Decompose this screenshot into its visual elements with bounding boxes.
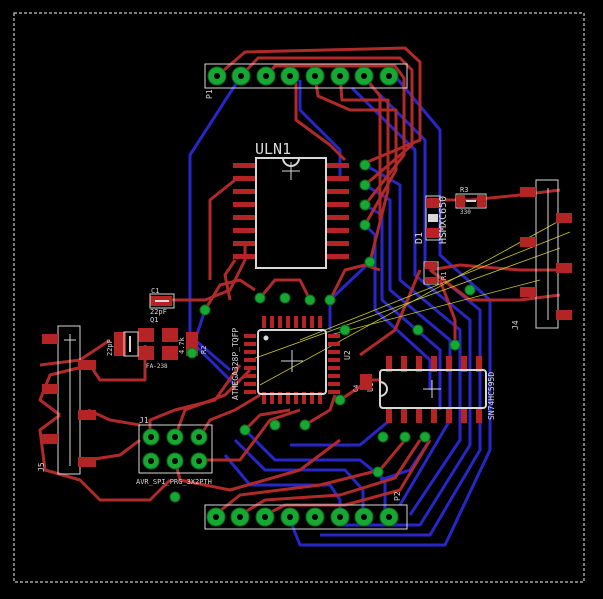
vias xyxy=(169,159,476,503)
ic-sn74hc595d[interactable]: SN74HC595D U1 xyxy=(366,356,496,423)
j4-label: J4 xyxy=(511,320,520,330)
ic-uln1[interactable]: ULN1 xyxy=(233,140,349,269)
uln1-label: ULN1 xyxy=(255,140,291,158)
avr-spi-label: AVR_SPI_PRG_3X2PTH xyxy=(136,478,212,486)
resistor-r1[interactable]: R1 xyxy=(423,261,448,285)
j1-label: J1 xyxy=(139,416,149,425)
top-layer-traces xyxy=(38,46,561,517)
r3-value-label: 330 xyxy=(460,209,471,216)
header-p1[interactable]: P1 xyxy=(204,63,408,99)
sn74-label: SN74HC595D xyxy=(487,372,496,420)
q1-label: Q1 xyxy=(150,316,158,324)
p2-label: P2 xyxy=(393,491,402,501)
p1-label: P1 xyxy=(205,89,214,99)
resistor-r3[interactable]: R3 330 xyxy=(455,186,487,216)
j5-label: J5 xyxy=(37,462,46,472)
r3-label: R3 xyxy=(460,186,468,194)
c1-label: C1 xyxy=(151,287,159,295)
atmega-label: ATMEGA328P_TQFP xyxy=(231,328,240,400)
r1-label: R1 xyxy=(440,272,448,280)
connector-j4[interactable]: J4 xyxy=(511,179,572,330)
capacitor-c4[interactable]: C4 xyxy=(353,374,372,392)
board-outline xyxy=(13,12,585,583)
r4-label: 4.7k xyxy=(178,336,186,354)
connector-j5[interactable]: J5 xyxy=(37,325,96,475)
led-d1[interactable]: D1 HSMXC650 xyxy=(414,195,449,244)
header-j1-spi[interactable]: J1 AVR_SPI_PRG_3X2PTH xyxy=(136,416,213,486)
crystal-label: FA-238 xyxy=(146,363,168,370)
airwires xyxy=(249,214,571,386)
r2-label: R2 xyxy=(200,346,208,354)
c2-label: 22pF xyxy=(106,339,114,356)
hsmx-label: HSMXC650 xyxy=(438,196,449,244)
c3-label: 22pF xyxy=(150,308,167,316)
header-p2[interactable]: P2 xyxy=(204,491,408,530)
c4-label: C4 xyxy=(353,384,360,392)
d1-label: D1 xyxy=(414,232,425,244)
ic-atmega328p[interactable]: ATMEGA328P_TQFP U2 xyxy=(231,316,352,404)
u2-label: U2 xyxy=(343,350,352,360)
